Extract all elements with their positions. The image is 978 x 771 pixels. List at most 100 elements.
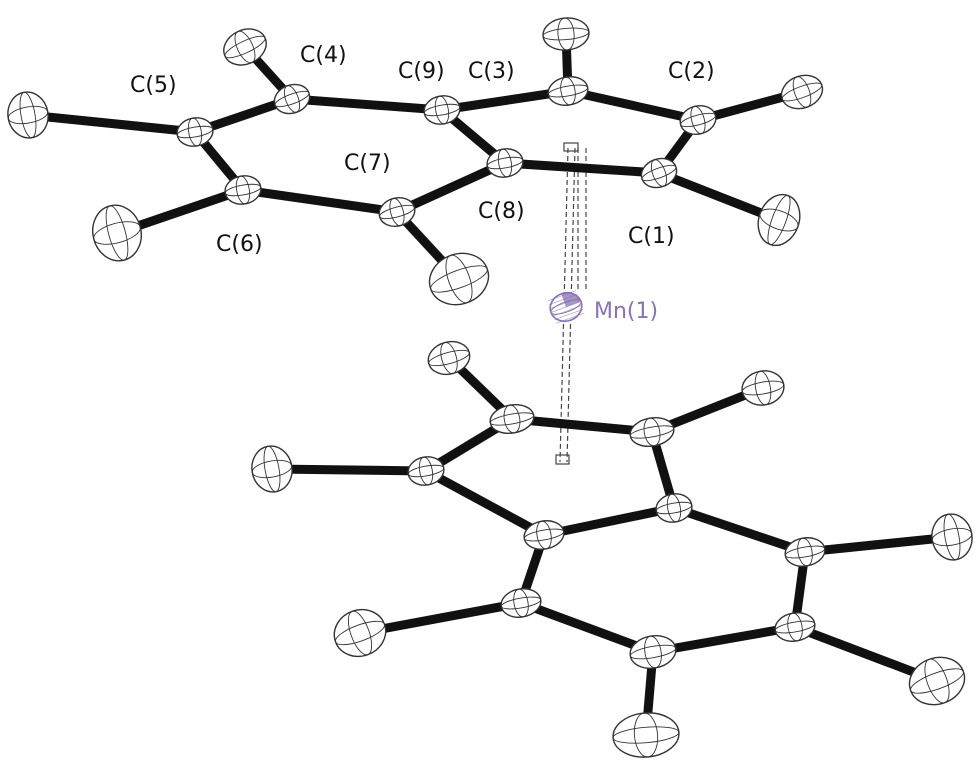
atom-meridian bbox=[440, 341, 458, 375]
bond-c6-c7 bbox=[238, 185, 402, 217]
centroid-dash-2 bbox=[566, 147, 576, 463]
atom-n4 bbox=[931, 513, 973, 561]
mn-hatch bbox=[549, 293, 578, 305]
atom-meridian bbox=[644, 635, 662, 669]
atom-equator bbox=[641, 164, 677, 182]
atom-m5 bbox=[7, 91, 49, 139]
bond-b1-b2 bbox=[507, 414, 657, 437]
atom-ellipse bbox=[7, 91, 49, 139]
atom-equator bbox=[7, 105, 49, 125]
atom-equator bbox=[680, 112, 716, 128]
atom-meridian bbox=[187, 117, 203, 147]
atom-meridian bbox=[943, 513, 961, 561]
atom-equator bbox=[500, 596, 542, 610]
atom-meridian bbox=[434, 95, 450, 125]
atom-equator bbox=[428, 349, 470, 367]
atom-n5 bbox=[333, 608, 387, 658]
label-c8: C(8) bbox=[478, 199, 525, 224]
atom-c9 bbox=[423, 95, 461, 125]
atom-ellipse bbox=[542, 17, 590, 51]
atom-labels: C(5) C(4) C(9) C(3) C(2) C(7) C(6) C(8) … bbox=[130, 43, 715, 324]
atom-equator bbox=[781, 82, 823, 102]
atom-meridian bbox=[797, 537, 813, 567]
mn-hatch bbox=[547, 290, 577, 302]
bond-b3-b5 bbox=[421, 466, 549, 540]
atom-meridian bbox=[560, 76, 576, 106]
atom-c1 bbox=[640, 157, 678, 189]
atom-equator bbox=[547, 84, 589, 98]
atom-c6 bbox=[224, 175, 262, 205]
label-c3: C(3) bbox=[468, 59, 515, 84]
atom-n2 bbox=[741, 370, 785, 406]
atom-meridian bbox=[234, 30, 256, 64]
atom-ellipse bbox=[931, 513, 973, 561]
atom-equator bbox=[784, 545, 826, 559]
mn-hatch bbox=[551, 301, 581, 313]
atom-ellipse bbox=[908, 656, 966, 706]
atom-equator bbox=[486, 156, 524, 170]
bond-b6-n4 bbox=[800, 532, 957, 557]
centroid-lines bbox=[555, 142, 587, 465]
atom-ellipse bbox=[629, 635, 677, 669]
atom-equator bbox=[224, 35, 266, 59]
atom-meridian bbox=[650, 159, 668, 187]
atom-meridian bbox=[787, 612, 803, 642]
atom-c8 bbox=[486, 148, 524, 178]
atom-ellipse bbox=[612, 712, 680, 758]
bond-c1-m2 bbox=[654, 168, 784, 225]
atom-meridian bbox=[445, 254, 473, 304]
mn-hatch bbox=[555, 312, 585, 324]
atom-meridian bbox=[283, 85, 301, 113]
atom-b7 bbox=[500, 588, 542, 618]
label-c7: C(7) bbox=[344, 151, 391, 176]
bond-b4-b5 bbox=[539, 503, 679, 540]
atom-m2 bbox=[757, 193, 801, 247]
atom-equator bbox=[274, 90, 310, 108]
label-c9: C(9) bbox=[398, 59, 445, 84]
atom-meridian bbox=[643, 417, 661, 447]
atom-m3 bbox=[542, 17, 590, 51]
atom-ellipse bbox=[741, 370, 785, 406]
atom-meridian bbox=[666, 493, 682, 523]
mn-hatch bbox=[554, 309, 583, 321]
atom-m6 bbox=[92, 204, 142, 262]
atom-equator bbox=[334, 620, 386, 646]
atom-meridian bbox=[767, 195, 791, 245]
atom-equator bbox=[379, 204, 415, 220]
label-mn1: Mn(1) bbox=[594, 299, 658, 324]
atom-b9 bbox=[629, 635, 677, 669]
atom-meridian bbox=[235, 175, 251, 205]
atom-n1 bbox=[427, 340, 471, 376]
atom-equator bbox=[612, 726, 680, 744]
centroid-dash-1 bbox=[559, 147, 569, 463]
atom-equator bbox=[759, 208, 799, 232]
atom-m7 bbox=[428, 252, 490, 306]
atom-meridian bbox=[347, 610, 373, 656]
manganese-atom bbox=[547, 290, 585, 324]
atom-m1 bbox=[780, 74, 824, 110]
atom-mn1 bbox=[547, 290, 585, 324]
atom-meridian bbox=[418, 456, 434, 486]
atom-b2 bbox=[629, 416, 675, 448]
atom-equator bbox=[629, 425, 675, 439]
atom-meridian bbox=[754, 370, 772, 406]
upper-centroid-mark bbox=[563, 142, 579, 152]
bond-c5-m5 bbox=[23, 110, 200, 137]
atom-meridian bbox=[924, 658, 950, 704]
atom-meridian bbox=[497, 148, 513, 178]
atom-equator bbox=[523, 528, 565, 542]
atom-equator bbox=[931, 527, 973, 547]
atom-b6 bbox=[784, 537, 826, 567]
atom-equator bbox=[774, 620, 816, 634]
atom-c3 bbox=[547, 76, 589, 106]
atom-b3 bbox=[407, 456, 445, 486]
atom-equator bbox=[910, 668, 964, 694]
mn-equator bbox=[550, 299, 582, 315]
atom-ellipse bbox=[333, 608, 387, 658]
atom-ellipse bbox=[784, 537, 826, 567]
atom-n3 bbox=[251, 445, 293, 493]
bond-b7-b9 bbox=[516, 598, 658, 657]
atom-equator bbox=[176, 125, 214, 139]
atom-c7 bbox=[378, 196, 416, 228]
